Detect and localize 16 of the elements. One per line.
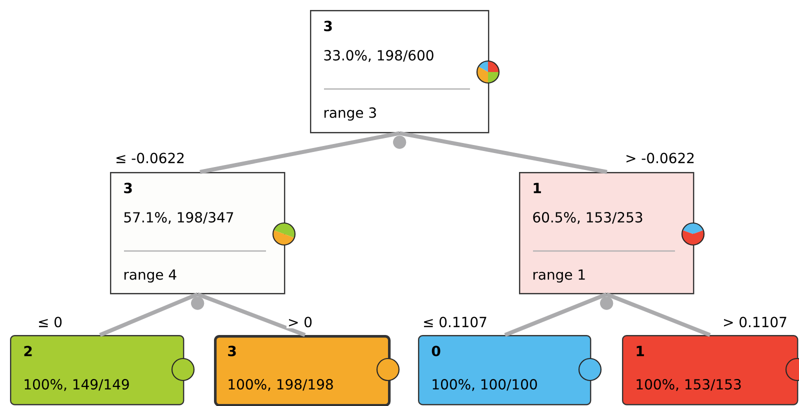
tree-node-box: 3 100%, 198/198 <box>214 335 391 406</box>
tree-node-box: 3 33.0%, 198/600 range 3 <box>310 10 490 134</box>
edge-label: > -0.0622 <box>624 152 696 164</box>
edge-label: ≤ 0.1107 <box>422 316 488 328</box>
edge-label: > 0.1107 <box>722 316 788 328</box>
edge-label: > 0 <box>286 316 314 328</box>
branch-line <box>393 131 608 174</box>
tree-node-box: 2 100%, 149/149 <box>10 335 184 406</box>
branch-line <box>600 292 711 337</box>
tree-node-box: 1 60.5%, 153/253 range 1 <box>519 172 694 294</box>
tree-node-box: 0 100%, 100/100 <box>418 335 592 406</box>
tree-node-box: 1 100%, 153/153 <box>622 335 798 406</box>
branch-line <box>191 292 306 337</box>
edge-label: ≤ 0 <box>36 316 64 328</box>
edge-label: ≤ -0.0622 <box>114 152 186 164</box>
tree-node-box: 3 57.1%, 198/347 range 4 <box>110 172 286 294</box>
